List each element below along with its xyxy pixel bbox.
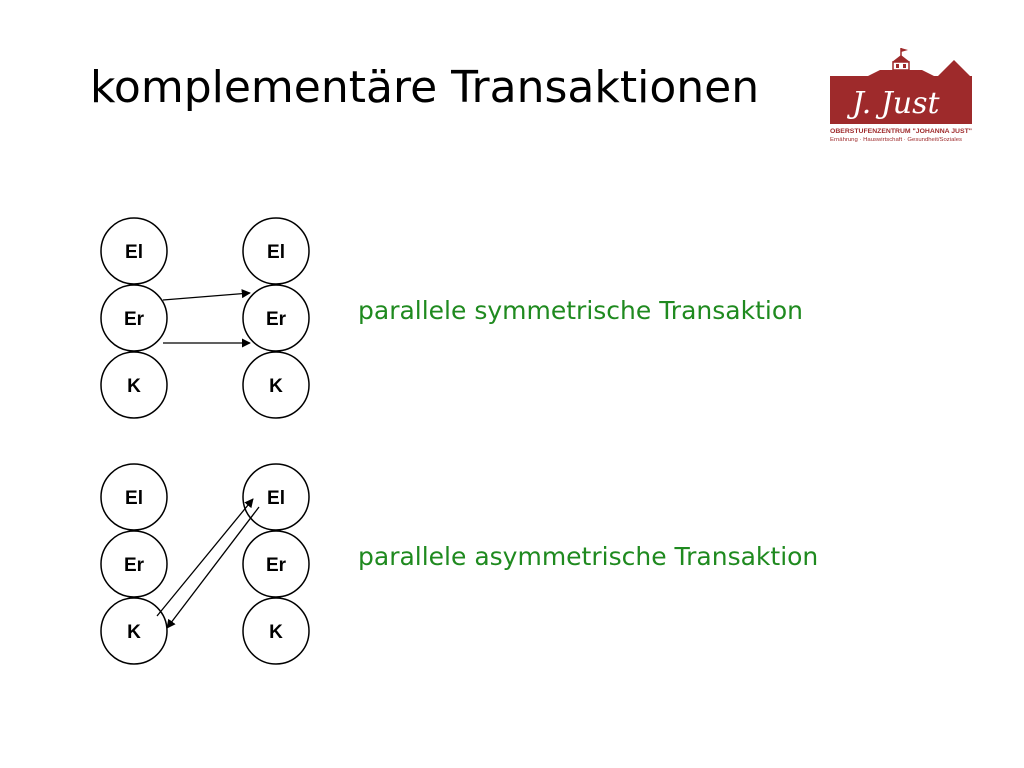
state-label-k: K <box>269 622 283 643</box>
school-building-logo-icon <box>830 48 972 124</box>
state-circle-k <box>100 597 168 665</box>
state-label-er: Er <box>266 555 287 576</box>
diagram-symmetric: El Er K El Er K <box>100 217 310 419</box>
state-circle-el <box>242 217 310 285</box>
state-label-el: El <box>267 488 285 509</box>
state-label-el: El <box>267 242 285 263</box>
state-circle-k <box>242 597 310 665</box>
state-label-er: Er <box>124 309 145 330</box>
left-ego-states: El Er K <box>100 463 168 665</box>
caption-asymmetric: parallele asymmetrische Transaktion <box>358 542 819 571</box>
logo-school-line: OBERSTUFENZENTRUM "JOHANNA JUST" <box>830 128 972 135</box>
state-label-k: K <box>127 622 141 643</box>
state-circle-k <box>100 351 168 419</box>
state-circle-er <box>242 530 310 598</box>
state-label-er: Er <box>266 309 287 330</box>
state-label-el: El <box>125 242 143 263</box>
state-circle-k <box>242 351 310 419</box>
logo-script-text: J. Just <box>846 86 941 121</box>
state-label-er: Er <box>124 555 145 576</box>
state-label-el: El <box>125 488 143 509</box>
left-ego-states: El Er K <box>100 217 168 419</box>
transaction-arrow-stimulus <box>162 289 251 301</box>
slide-title: komplementäre Transaktionen <box>90 62 760 113</box>
transaction-arrow-response <box>166 506 260 629</box>
state-circle-er <box>100 284 168 352</box>
right-ego-states: El Er K <box>242 217 310 419</box>
state-circle-er <box>100 530 168 598</box>
state-label-k: K <box>269 376 283 397</box>
school-logo: J. Just OBERSTUFENZENTRUM "JOHANNA JUST"… <box>830 48 972 143</box>
diagram-asymmetric: El Er K El Er K <box>100 463 310 665</box>
state-circle-el <box>100 217 168 285</box>
logo-sub-line: Ernährung · Hauswirtschaft · Gesundheit/… <box>830 137 963 143</box>
state-circle-er <box>242 284 310 352</box>
right-ego-states: El Er K <box>242 463 310 665</box>
state-circle-el <box>100 463 168 531</box>
caption-symmetric: parallele symmetrische Transaktion <box>358 296 803 325</box>
state-label-k: K <box>127 376 141 397</box>
transaction-arrow-stimulus <box>156 498 254 617</box>
state-circle-el <box>242 463 310 531</box>
